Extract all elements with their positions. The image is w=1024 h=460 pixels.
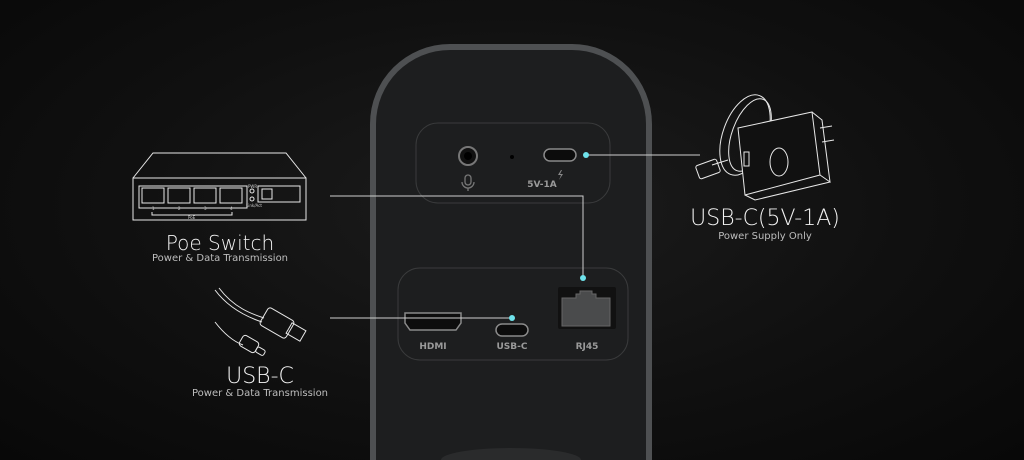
power-adapter-subtitle: Power Supply Only bbox=[718, 231, 812, 242]
switch-port-label: 2 bbox=[178, 206, 181, 211]
dot-usb-c-power bbox=[583, 152, 589, 158]
rj45-port bbox=[561, 290, 611, 327]
power-adapter-illustration bbox=[695, 94, 835, 201]
line-poe-switch bbox=[330, 195, 584, 277]
poe-switch-title: Poe Switch bbox=[165, 231, 275, 255]
switch-poe-label: PoE bbox=[188, 215, 196, 220]
usb-c-subtitle: Power & Data Transmission bbox=[191, 388, 329, 399]
dot-rj45 bbox=[580, 275, 586, 281]
switch-port-label: 1 bbox=[152, 206, 155, 211]
top-port-panel bbox=[415, 122, 611, 204]
poe-switch-subtitle: Power & Data Transmission bbox=[151, 253, 289, 264]
usb-c-power-port bbox=[543, 148, 577, 162]
usb-c-port-label: USB-C bbox=[496, 342, 528, 352]
rj45-label: RJ45 bbox=[575, 342, 599, 352]
switch-link-label: Link/Act bbox=[246, 203, 262, 208]
usb-c-title: USB-C bbox=[226, 364, 294, 389]
usb-c-power-rating-label: 5V-1A bbox=[527, 180, 557, 190]
switch-port-label: 3 bbox=[204, 206, 207, 211]
bottom-port-panel bbox=[397, 267, 629, 361]
microphone-icon bbox=[461, 174, 475, 191]
power-adapter-title: USB-C(5V-1A) bbox=[690, 206, 840, 231]
lightning-icon bbox=[558, 170, 563, 180]
reset-hole bbox=[510, 155, 514, 159]
switch-pwr-label: PWR bbox=[248, 184, 257, 189]
switch-port-label: 4 bbox=[230, 206, 233, 211]
usb-cable-illustration bbox=[214, 287, 307, 356]
device-body bbox=[370, 44, 652, 460]
hdmi-label: HDMI bbox=[419, 342, 447, 352]
connector-lines bbox=[330, 154, 700, 319]
poe-switch-illustration bbox=[132, 152, 307, 221]
dot-usb-c-data bbox=[509, 315, 515, 321]
hdmi-port bbox=[404, 312, 462, 331]
usb-c-data-port bbox=[495, 323, 529, 337]
